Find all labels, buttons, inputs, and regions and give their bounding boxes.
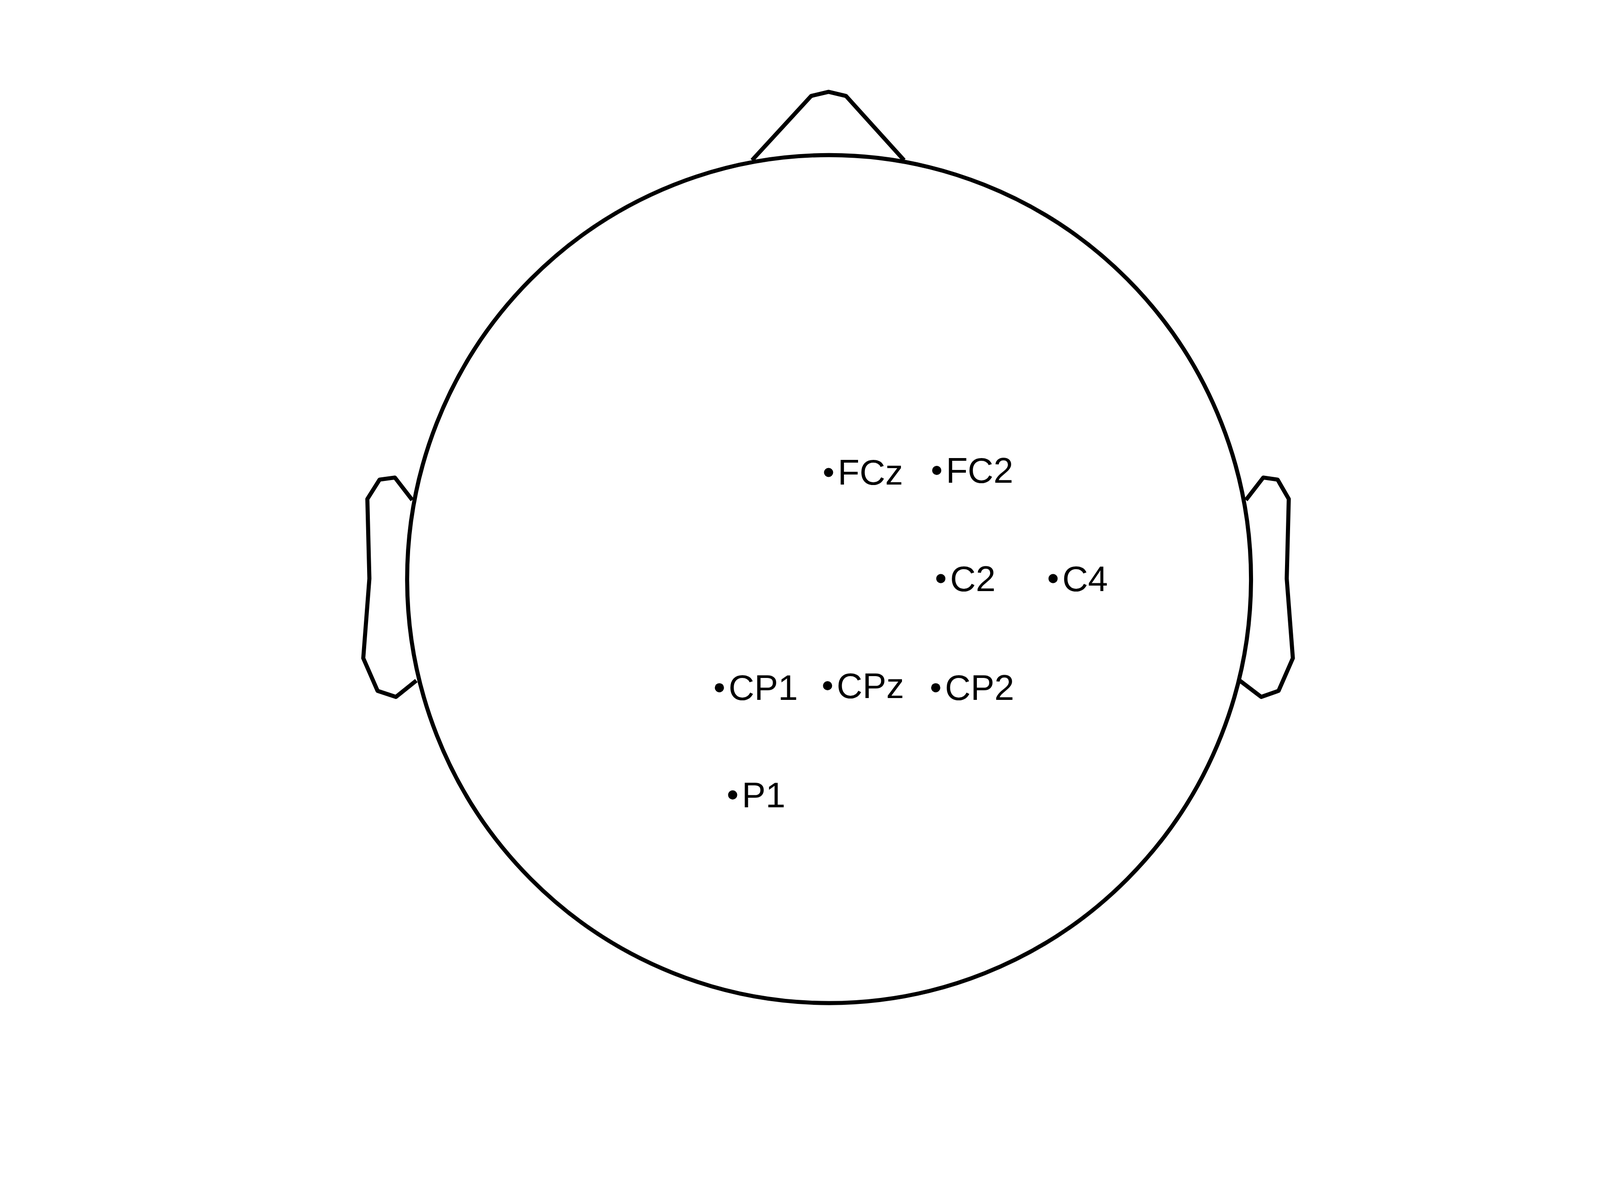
nose (752, 91, 905, 161)
electrode-label: CP2 (944, 669, 1015, 706)
electrode-label: CPz (836, 667, 904, 704)
left-ear (363, 477, 417, 698)
electrode-dot (714, 682, 725, 693)
electrode-label: P1 (741, 777, 786, 813)
electrode-label: C2 (949, 560, 996, 597)
electrode-dot (822, 681, 832, 691)
right-ear (1239, 477, 1293, 698)
electrode-dot (932, 465, 942, 475)
electrode-dot (823, 467, 833, 477)
electrode-label: FCz (837, 454, 904, 491)
electrode-label: C4 (1062, 560, 1109, 597)
electrode-label: CP1 (728, 669, 799, 706)
electrode-dot (936, 574, 946, 584)
head-circle (407, 154, 1252, 1003)
electrode-dot (1048, 574, 1058, 584)
electrode-dot (931, 682, 941, 693)
electrode-label: FC2 (945, 452, 1014, 489)
electrode-dot (728, 790, 738, 800)
